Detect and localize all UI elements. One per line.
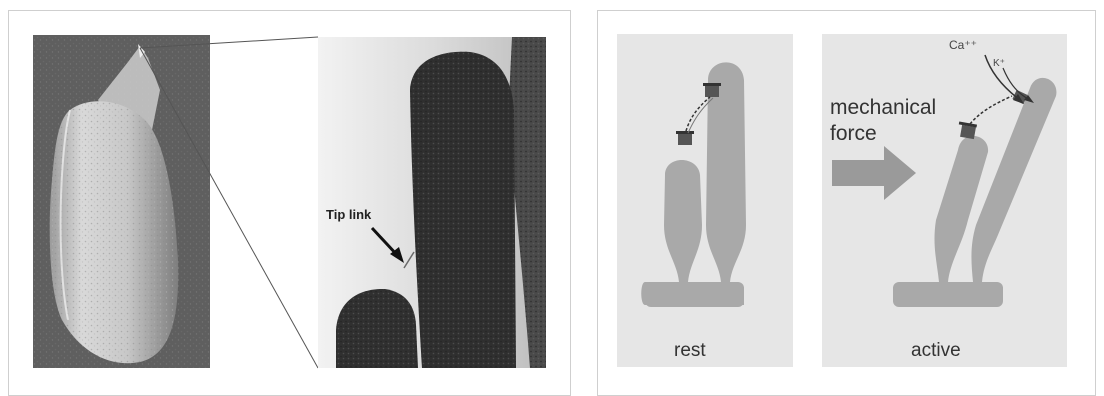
potassium-ion-label: K⁺ (993, 58, 1005, 69)
active-state-label: active (911, 340, 961, 362)
tip-link-label: Tip link (326, 207, 371, 222)
mechanical-force-label-line1: mechanical (830, 96, 936, 120)
tip-link-electron-micrograph (318, 37, 546, 368)
mechanical-force-label-line2: force (830, 122, 877, 146)
hair-cell-micrograph (33, 35, 210, 368)
calcium-ion-label: Ca⁺⁺ (949, 38, 977, 52)
rest-state-label: rest (674, 340, 706, 362)
